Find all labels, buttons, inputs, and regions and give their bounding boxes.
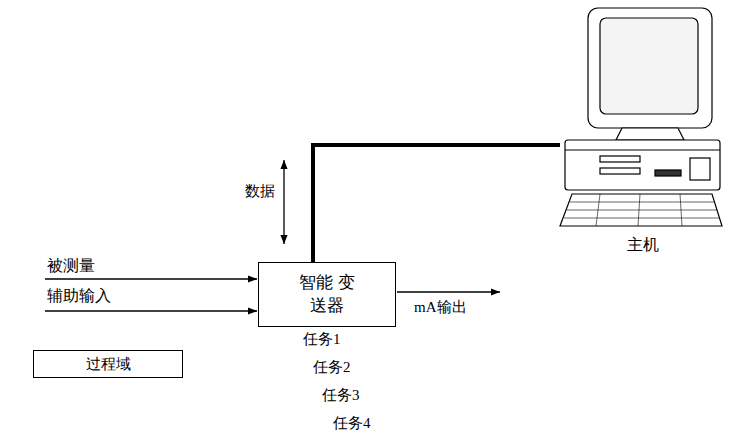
output-arrow — [397, 291, 500, 292]
process-domain-box: 过程域 — [33, 350, 183, 378]
node-text: 主机 — [627, 235, 659, 254]
task-label: 任务1 — [303, 331, 341, 348]
computer-illustration — [560, 8, 722, 226]
signal-label: 被测量 — [47, 257, 95, 275]
task-label: 任务3 — [322, 387, 360, 404]
task-label: 任务4 — [333, 415, 371, 432]
data-bus-line — [313, 145, 560, 262]
data-label: 数据 — [245, 183, 275, 200]
signal-label: 辅助输入 — [47, 287, 111, 305]
host-computer: 主机 — [560, 2, 725, 256]
data-double-arrow — [283, 160, 284, 244]
node-text: 智能 变送器 — [297, 272, 357, 318]
task-label: 任务2 — [313, 359, 351, 376]
input-arrow — [45, 310, 257, 311]
node-text: 过程域 — [86, 355, 131, 373]
transmitter-box: 智能 变送器 — [258, 262, 396, 327]
signal-label: mA输出 — [414, 299, 467, 316]
input-arrow — [45, 278, 257, 279]
